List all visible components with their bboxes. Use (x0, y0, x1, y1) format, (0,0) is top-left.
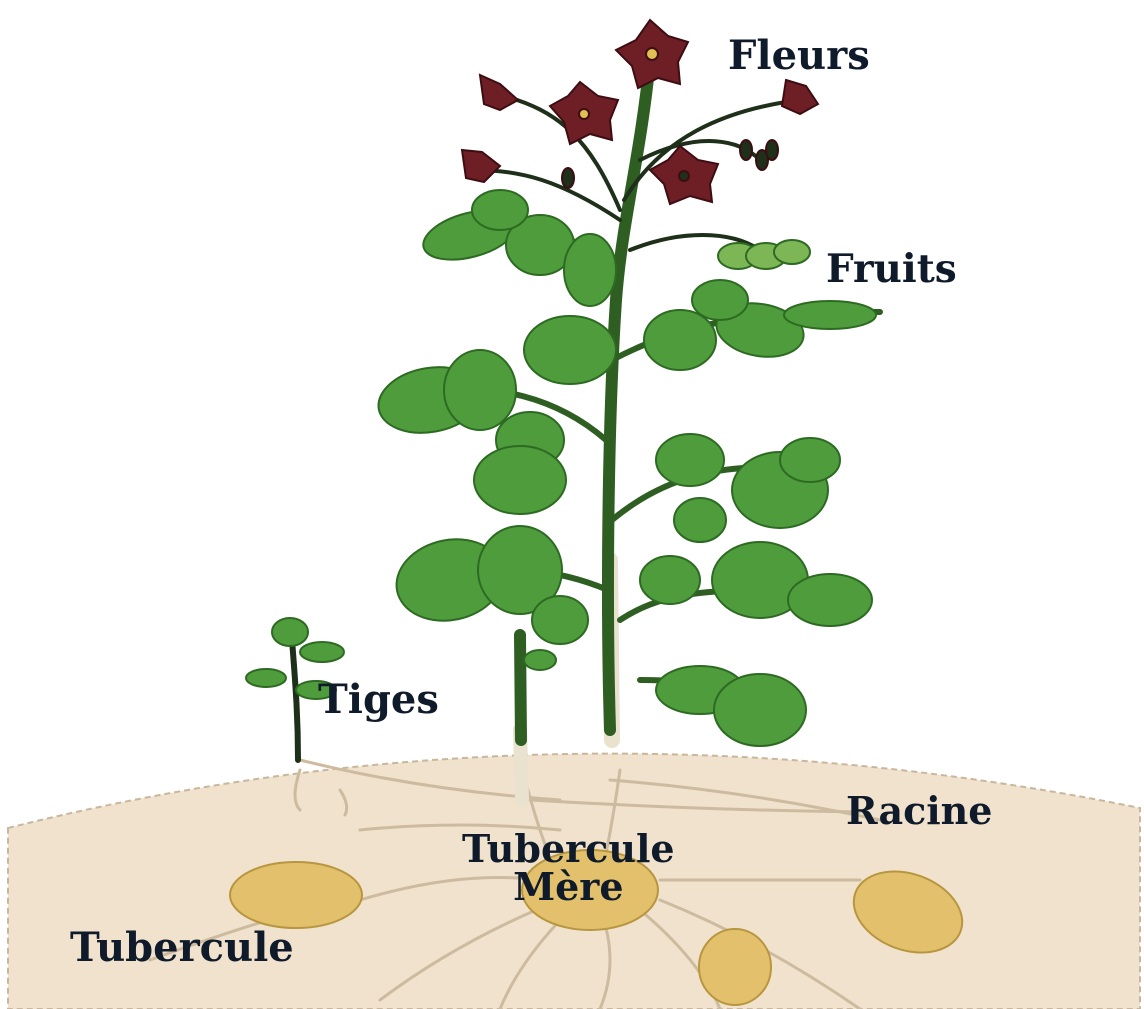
label-fruits: Fruits (826, 250, 957, 289)
small-sprout (292, 640, 298, 760)
label-racine: Racine (846, 792, 992, 830)
second-stem (520, 635, 521, 740)
leaves (246, 190, 876, 746)
label-tubercule-mere-line1: Tubercule (462, 830, 675, 868)
fruits (718, 240, 810, 269)
tuber-bottom (699, 929, 771, 1005)
label-fleurs: Fleurs (728, 36, 870, 76)
label-tubercule-mere-line2: Mère (462, 868, 675, 906)
tuber-left (230, 862, 362, 928)
label-tiges: Tiges (318, 680, 439, 720)
label-tubercule: Tubercule (70, 928, 294, 968)
label-tubercule-mere: Tubercule Mère (462, 830, 675, 906)
